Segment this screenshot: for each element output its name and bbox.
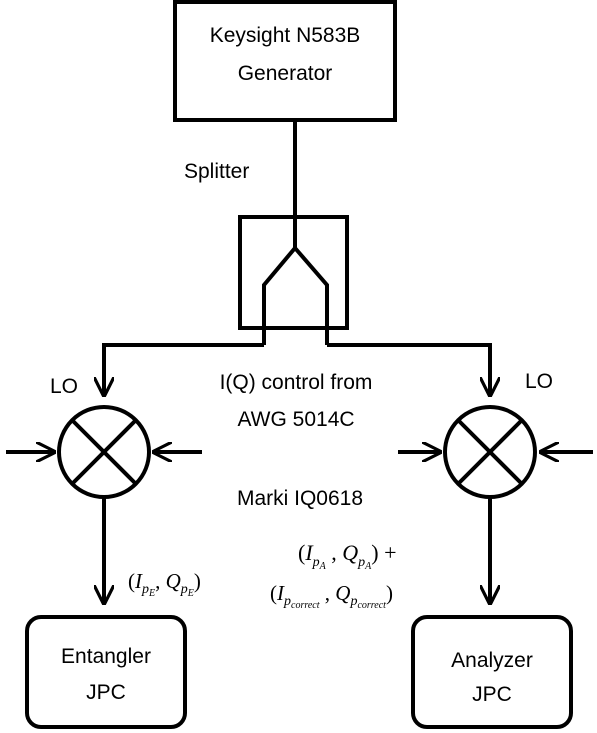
splitter-box xyxy=(238,215,349,330)
control-label-line2: AWG 5014C xyxy=(237,408,354,431)
right-mixer-cross-b xyxy=(457,419,523,485)
splitter-fork xyxy=(262,237,329,345)
analyzer-box xyxy=(411,615,573,729)
splitter-label: Splitter xyxy=(184,160,249,183)
right-output-formula-bottom: (Ipcorrect , Qpcorrect) xyxy=(270,581,393,611)
lo-right-line xyxy=(327,343,490,395)
control-label-line1: I(Q) control from xyxy=(220,371,373,394)
analyzer-subtitle: JPC xyxy=(472,683,512,706)
left-mixer-cross-b xyxy=(71,419,137,485)
right-output-formula-top: (IpA , QpA) + xyxy=(298,540,397,572)
lo-left-label: LO xyxy=(50,375,78,398)
generator-title: Keysight N583B xyxy=(210,24,361,47)
mixer-model-label: Marki IQ0618 xyxy=(237,487,363,510)
generator-box xyxy=(173,0,397,122)
generator-subtitle: Generator xyxy=(238,62,333,85)
lo-left-line xyxy=(104,343,264,395)
analyzer-title: Analyzer xyxy=(451,649,533,672)
entangler-subtitle: JPC xyxy=(86,681,126,704)
lo-right-label: LO xyxy=(525,370,553,393)
right-mixer xyxy=(443,405,537,499)
left-mixer xyxy=(57,405,151,499)
entangler-box xyxy=(25,615,187,729)
entangler-title: Entangler xyxy=(61,645,151,668)
left-output-formula: (IpE, QpE) xyxy=(128,569,201,599)
